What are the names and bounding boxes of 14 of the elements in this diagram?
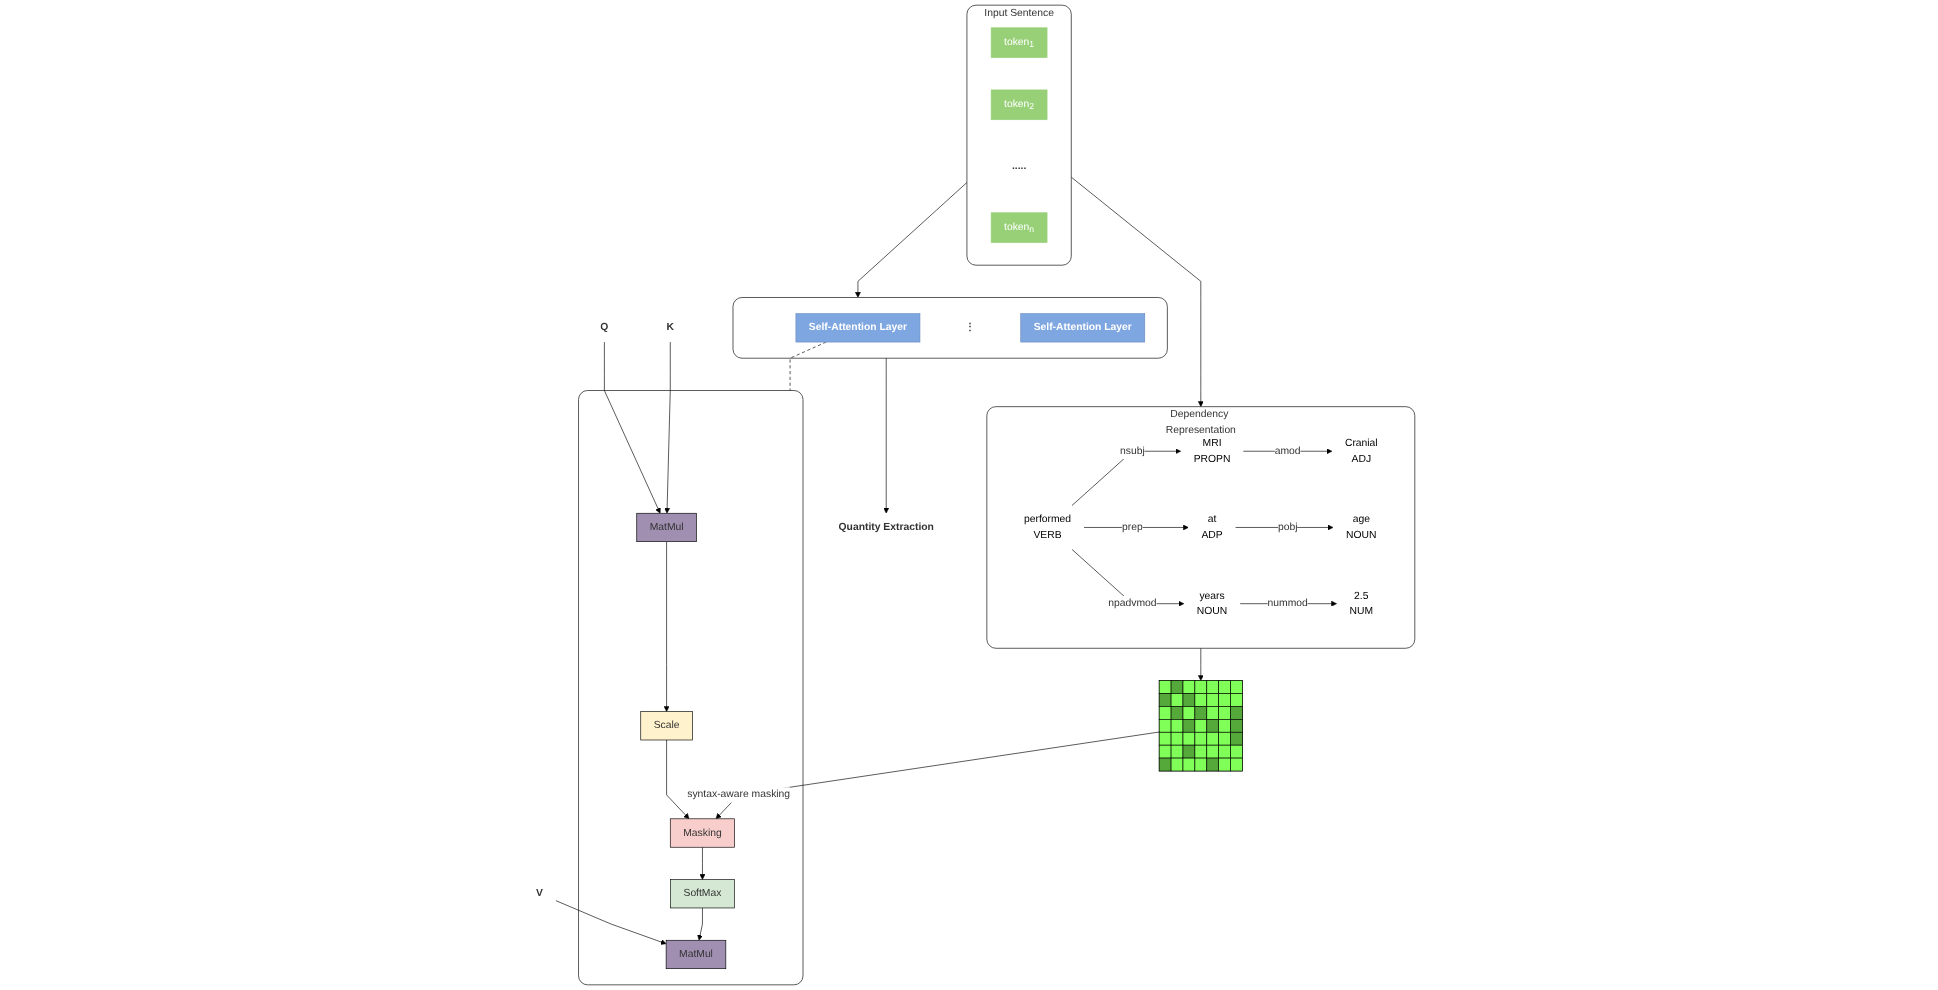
cluster — [986, 406, 1416, 649]
node-box — [1020, 313, 1146, 343]
node-box — [669, 818, 735, 848]
node-box — [990, 212, 1048, 243]
cluster — [578, 390, 804, 986]
cluster — [966, 4, 1072, 266]
node-box — [640, 711, 693, 741]
cluster — [732, 297, 1168, 359]
node-box — [670, 879, 735, 909]
node-box — [990, 89, 1048, 121]
node-box — [990, 27, 1048, 58]
node-box — [636, 512, 697, 542]
node-box — [795, 313, 921, 343]
node-box — [665, 939, 727, 969]
